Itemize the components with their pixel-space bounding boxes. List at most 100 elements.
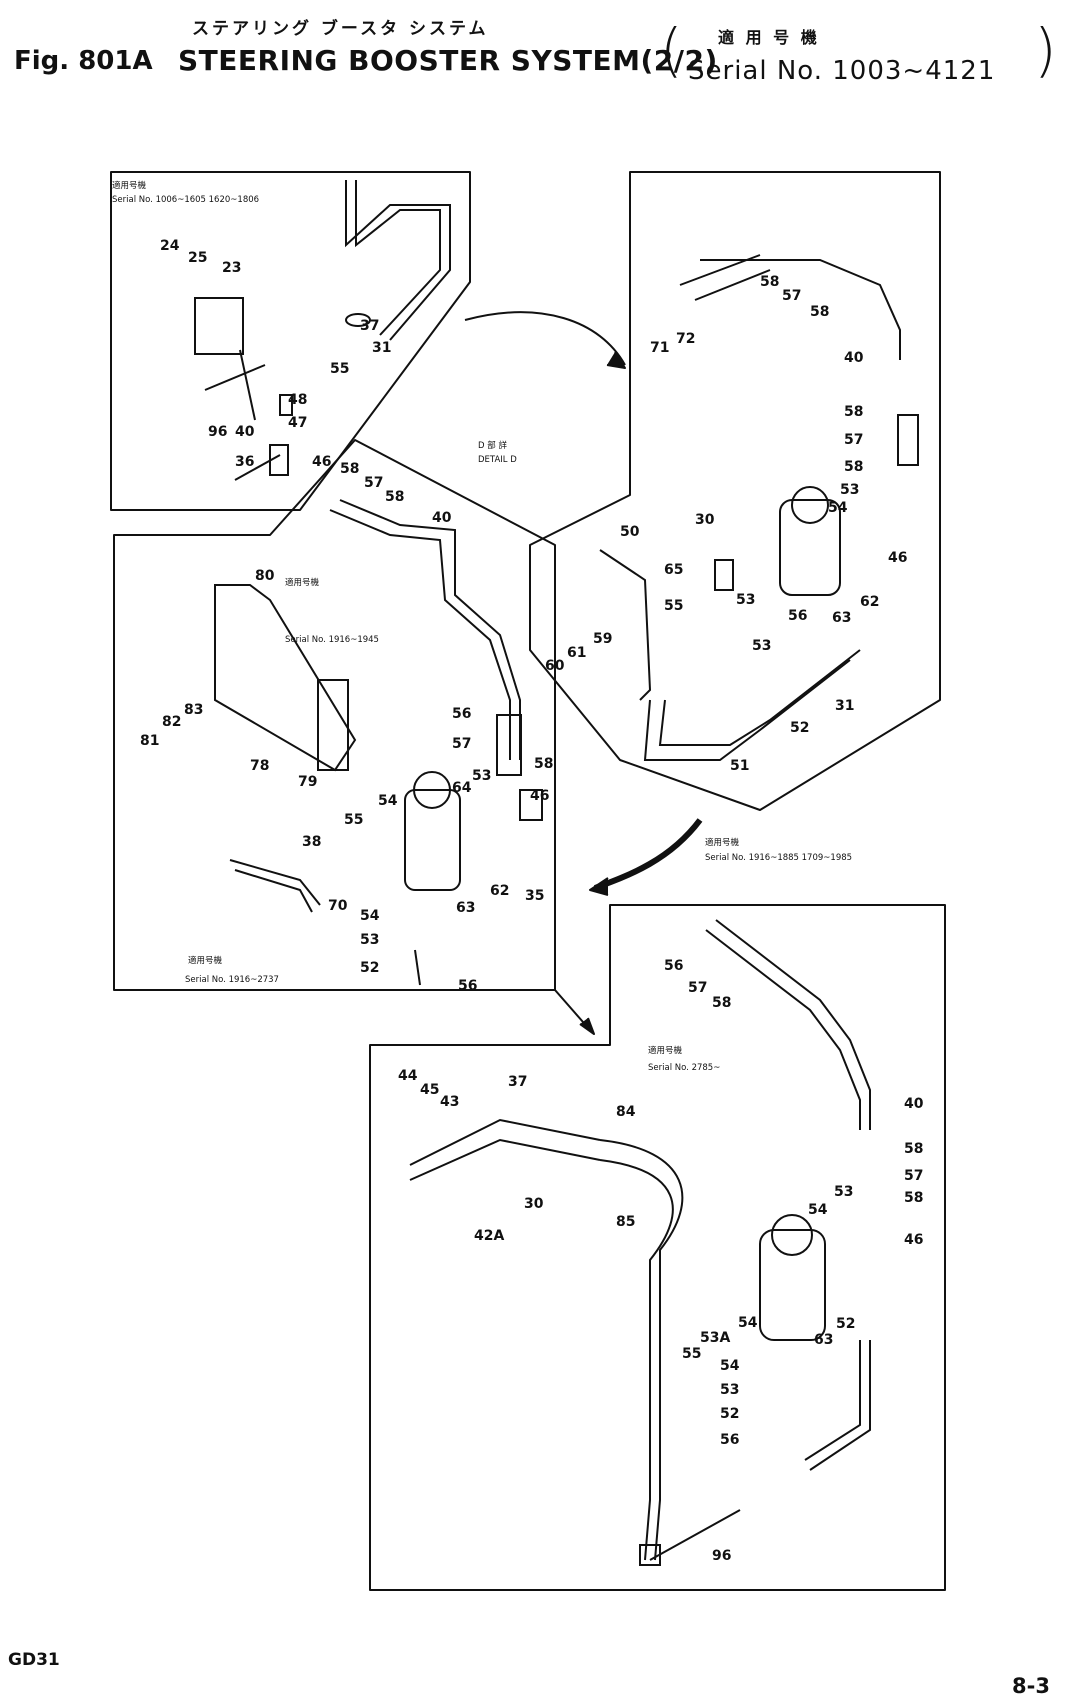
arrow-detail-to-right — [464, 311, 626, 366]
callout: 46 — [530, 788, 549, 804]
serial-range: Serial No. 1003~4121 — [688, 56, 996, 86]
callout: 63 — [832, 610, 851, 626]
callout: 54 — [720, 1358, 740, 1374]
callout: 53 — [752, 638, 771, 654]
callout: 43 — [440, 1094, 459, 1110]
panel-middle-left-notes: 適用号機 Serial No. 1916~1945 適用号機 Serial No… — [185, 577, 379, 985]
note2-serial: Serial No. 1916~2737 — [185, 975, 279, 985]
panel-top-right-parts — [599, 254, 919, 761]
callout: 51 — [730, 758, 749, 774]
note-jp: 適用号機 — [648, 1045, 683, 1056]
callout: 56 — [664, 958, 683, 974]
panel-top-right — [529, 171, 941, 811]
panel-top-left-parts — [194, 180, 451, 481]
panel-middle-left — [113, 439, 556, 991]
panel-bottom-parts — [409, 919, 871, 1566]
model-label: GD31 — [8, 1650, 60, 1670]
callout: 56 — [458, 978, 477, 994]
callout: 31 — [835, 698, 854, 714]
callout: 31 — [372, 340, 391, 356]
callout: 56 — [720, 1432, 739, 1448]
callout: 54 — [808, 1202, 828, 1218]
callout: 36 — [235, 454, 254, 470]
panel-bottom — [369, 904, 946, 1591]
callout: 58 — [340, 461, 359, 477]
page-number: 8-3 — [1012, 1674, 1050, 1698]
callout: 40 — [904, 1096, 924, 1112]
callout: 57 — [688, 980, 707, 996]
note2-jp: 適用号機 — [188, 955, 223, 966]
note1-jp: 適用号機 — [285, 577, 320, 588]
callout: 58 — [534, 756, 553, 772]
callout: 63 — [814, 1332, 833, 1348]
callout: 25 — [188, 250, 207, 266]
callout: 50 — [620, 524, 640, 540]
figure-title: STEERING BOOSTER SYSTEM(2/2) — [178, 44, 718, 77]
callout: 63 — [456, 900, 475, 916]
callout: 59 — [593, 631, 612, 647]
callout: 71 — [650, 340, 669, 356]
callout: 46 — [888, 550, 907, 566]
callout: 52 — [836, 1316, 855, 1332]
callout: 42A — [474, 1228, 504, 1244]
callout: 55 — [344, 812, 363, 828]
detail-label-jp: D 部 詳 — [478, 440, 507, 451]
callout: 83 — [184, 702, 203, 718]
callout: 58 — [810, 304, 829, 320]
callouts-top-left: 24 25 23 37 31 55 48 47 96 40 46 36 — [160, 238, 391, 470]
callout: 62 — [860, 594, 879, 610]
callout: 56 — [788, 608, 807, 624]
callout: 58 — [904, 1141, 923, 1157]
callout: 55 — [664, 598, 683, 614]
callout: 72 — [676, 331, 695, 347]
callout: 84 — [616, 1104, 636, 1120]
title-japanese: ステアリング ブースタ システム — [192, 19, 489, 39]
callout: 58 — [844, 459, 863, 475]
callout: 60 — [545, 658, 565, 674]
callout: 30 — [695, 512, 715, 528]
callout: 54 — [738, 1315, 758, 1331]
left-bracket: ( — [660, 16, 683, 84]
callout: 57 — [364, 475, 383, 491]
callout: 58 — [844, 404, 863, 420]
callout: 35 — [525, 888, 544, 904]
callout: 24 — [160, 238, 180, 254]
arrow-right-to-left — [593, 818, 703, 891]
callout: 80 — [255, 568, 275, 584]
callout: 53 — [472, 768, 491, 784]
callout: 53A — [700, 1330, 730, 1346]
callout: 52 — [790, 720, 809, 736]
callout: 37 — [360, 318, 379, 334]
callout: 53 — [840, 482, 859, 498]
header: ステアリング ブースタ システム 適 用 号 機 Fig. 801A STEER… — [0, 0, 1090, 100]
callout: 56 — [452, 706, 471, 722]
callout: 52 — [720, 1406, 739, 1422]
note-serial: Serial No. 1916~1885 1709~1985 — [705, 853, 852, 863]
callout: 61 — [567, 645, 586, 661]
callout: 58 — [904, 1190, 923, 1206]
note-serial: Serial No. 1006~1605 1620~1806 — [112, 195, 259, 205]
callout: 55 — [682, 1346, 701, 1362]
callout: 52 — [360, 960, 379, 976]
callout: 78 — [250, 758, 269, 774]
callout: 64 — [452, 780, 472, 796]
callout: 57 — [782, 288, 801, 304]
callout: 79 — [298, 774, 317, 790]
callout: 58 — [760, 274, 779, 290]
callout: 46 — [312, 454, 331, 470]
callout: 54 — [360, 908, 380, 924]
right-bracket: ) — [1034, 16, 1057, 84]
callouts-middle-left: 80 81 82 83 78 79 58 57 58 40 56 57 58 5… — [140, 461, 553, 994]
callout: 82 — [162, 714, 181, 730]
panel-middle-left-parts — [214, 499, 543, 986]
serial-japanese: 適 用 号 機 — [718, 28, 820, 47]
callout: 48 — [288, 392, 307, 408]
panel-top-left-notes: 適用号機 Serial No. 1006~1605 1620~1806 — [112, 180, 259, 205]
note1-serial: Serial No. 1916~1945 — [285, 635, 379, 645]
callout: 46 — [904, 1232, 923, 1248]
callouts-bottom: 56 57 58 40 44 45 43 37 84 42A 30 85 58 … — [398, 958, 924, 1564]
callout: 57 — [452, 736, 471, 752]
callout: 53 — [736, 592, 755, 608]
callouts-top-right: 71 72 58 57 58 40 58 57 58 30 50 53 54 4… — [545, 274, 907, 774]
callout: 57 — [844, 432, 863, 448]
